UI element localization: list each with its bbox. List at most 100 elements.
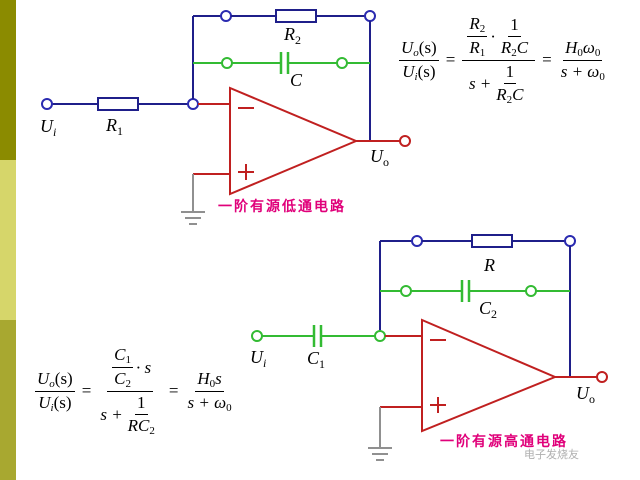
- highpass-rhs-h: H: [197, 368, 210, 388]
- lowpass-c-right-terminal: [336, 57, 348, 69]
- lowpass-input-terminal: [41, 98, 53, 110]
- watermark: 电子发烧友: [524, 448, 579, 461]
- highpass-c2-left-terminal: [400, 285, 412, 297]
- highpass-mid-denominator: s + 1 RC2: [98, 392, 162, 437]
- lowpass-lhs-num-arg: (s): [418, 37, 437, 57]
- lowpass-formula-mid: R2 R1 · 1 R2C s + 1 R2C: [462, 14, 536, 106]
- lowpass-resistor-r2: [275, 9, 317, 23]
- lowpass-equals-1: =: [445, 50, 456, 69]
- lowpass-mid-num-ratio-top: R2: [467, 14, 488, 37]
- lowpass-rhs-omega: ω: [582, 37, 595, 57]
- lowpass-transfer-function: Uo(s) Ui(s) = R2 R1 · 1 R2C s + 1 R2C = …: [396, 14, 610, 106]
- highpass-lhs-num-symbol: U: [37, 368, 50, 388]
- highpass-c2-label: C2: [479, 298, 497, 321]
- lowpass-r2-right-terminal: [364, 10, 376, 22]
- highpass-circuit: Ui C1 R C2 Uo 一阶有源高通电路: [250, 234, 608, 461]
- lowpass-mid-den-s: s +: [468, 74, 492, 93]
- lowpass-rhs-h: H: [565, 37, 578, 57]
- highpass-rhs-den-sub: 0: [226, 401, 232, 414]
- lowpass-lhs-den-arg: (s): [417, 61, 436, 81]
- highpass-c1-label: C1: [307, 348, 325, 371]
- lowpass-mid-num-one: 1: [508, 15, 521, 37]
- highpass-resistor-r: [471, 234, 513, 248]
- sidebar-segment-bottom: [0, 320, 16, 480]
- lowpass-lhs-num-symbol: U: [401, 37, 414, 57]
- lowpass-mid-num-r: R: [500, 37, 512, 57]
- lowpass-opamp-triangle: [229, 86, 359, 196]
- lowpass-r2-label: R2: [283, 24, 301, 47]
- highpass-mid-den-one: 1: [135, 393, 148, 415]
- lowpass-output-terminal: [399, 135, 411, 147]
- lowpass-mid-num-c: C: [516, 37, 529, 57]
- lowpass-rhs-h-sub: 0: [577, 46, 583, 59]
- highpass-mid-num-c2: C2: [112, 368, 133, 390]
- lowpass-mid-r1-sub: 1: [479, 47, 486, 59]
- highpass-lhs-den-symbol: U: [38, 392, 51, 412]
- highpass-lhs-den-arg: (s): [53, 392, 72, 412]
- lowpass-mid-num-r2c: R2C: [499, 37, 530, 59]
- highpass-rhs-numerator: H0s: [195, 368, 224, 392]
- highpass-mid-den-inverse: 1 RC2: [126, 393, 157, 437]
- highpass-equals-2: =: [168, 381, 179, 400]
- lowpass-mid-den-one: 1: [503, 62, 517, 84]
- lowpass-mid-numerator: R2 R1 · 1 R2C: [462, 14, 536, 61]
- lowpass-mid-den-inverse: 1 R2C: [494, 62, 525, 106]
- highpass-rhs-denominator: s + ω0: [186, 392, 234, 414]
- lowpass-lhs-den-symbol: U: [402, 61, 415, 81]
- lowpass-mid-den-r2c: R2C: [494, 84, 525, 106]
- highpass-formula-mid: C1 C2 · s s + 1 RC2: [98, 345, 162, 437]
- highpass-opamp-triangle: [421, 318, 558, 433]
- highpass-rhs-s: s: [215, 368, 222, 388]
- lowpass-rhs-den: s + ω: [560, 61, 600, 81]
- highpass-mid-den-s: s +: [100, 405, 123, 424]
- lowpass-resistor-r1: [97, 97, 139, 111]
- highpass-rhs-h-sub: 0: [209, 377, 216, 390]
- lowpass-rhs-denominator: s + ω0: [559, 61, 607, 83]
- highpass-rhs-den: s + ω: [187, 392, 227, 412]
- lowpass-mid-num-inverse: 1 R2C: [499, 15, 530, 59]
- highpass-input-label: Ui: [250, 347, 266, 370]
- highpass-mid-num-ratio: C1 C2: [112, 345, 133, 390]
- sidebar-segment-top: [0, 0, 16, 160]
- lowpass-mid-num-ratio: R2 R1: [467, 14, 488, 59]
- lowpass-mid-den-r-sub: 2: [506, 94, 513, 106]
- lowpass-circuit: Ui R1 R2 C Uo 一阶有源低通电路: [40, 9, 411, 225]
- lowpass-mid-dot: ·: [490, 26, 496, 46]
- lowpass-r2-left-terminal: [220, 10, 232, 22]
- highpass-lhs-den-sub: i: [50, 401, 54, 414]
- sidebar-segment-middle: [0, 160, 16, 320]
- highpass-c2-right-terminal: [525, 285, 537, 297]
- lowpass-input-label: Ui: [40, 116, 56, 139]
- highpass-mid-den-rc: RC: [127, 416, 150, 435]
- highpass-mid-c2-sub: 2: [125, 378, 131, 390]
- highpass-transfer-function: Uo(s) Ui(s) = C1 C2 · s s + 1 RC2 = H0s …: [32, 345, 237, 437]
- highpass-r-left-terminal: [411, 235, 423, 247]
- lowpass-mid-den-c: C: [512, 85, 524, 104]
- highpass-mid-num-c1: C1: [112, 345, 133, 368]
- lowpass-mid-den-r: R: [496, 85, 507, 104]
- lowpass-rhs-numerator: H0ω0: [563, 37, 603, 61]
- highpass-formula-lhs: Uo(s) Ui(s): [35, 369, 75, 414]
- highpass-mid-times-s: · s: [135, 357, 152, 377]
- lowpass-rhs-den-sub: 0: [599, 70, 605, 83]
- lowpass-formula-rhs: H0ω0 s + ω0: [559, 38, 607, 83]
- highpass-lhs-num-arg: (s): [54, 368, 73, 388]
- highpass-lhs-numerator: Uo(s): [35, 369, 75, 392]
- highpass-equals-1: =: [81, 381, 92, 400]
- lowpass-r1-label: R1: [105, 115, 123, 138]
- lowpass-formula-lhs: Uo(s) Ui(s): [399, 38, 439, 83]
- slide-sidebar: [0, 0, 16, 480]
- lowpass-mid-num-ratio-bottom: R1: [467, 37, 487, 59]
- highpass-lhs-denominator: Ui(s): [36, 392, 73, 414]
- highpass-r-right-terminal: [564, 235, 576, 247]
- lowpass-c-left-terminal: [221, 57, 233, 69]
- lowpass-junction-node: [187, 98, 199, 110]
- highpass-lhs-num-sub: o: [49, 377, 55, 390]
- highpass-input-terminal: [251, 330, 263, 342]
- lowpass-equals-2: =: [542, 50, 552, 69]
- lowpass-mid-r1: R: [469, 38, 480, 57]
- lowpass-lhs-num-sub: o: [413, 46, 419, 59]
- highpass-mid-den-rc2: RC2: [126, 415, 157, 437]
- highpass-r-label: R: [483, 255, 495, 275]
